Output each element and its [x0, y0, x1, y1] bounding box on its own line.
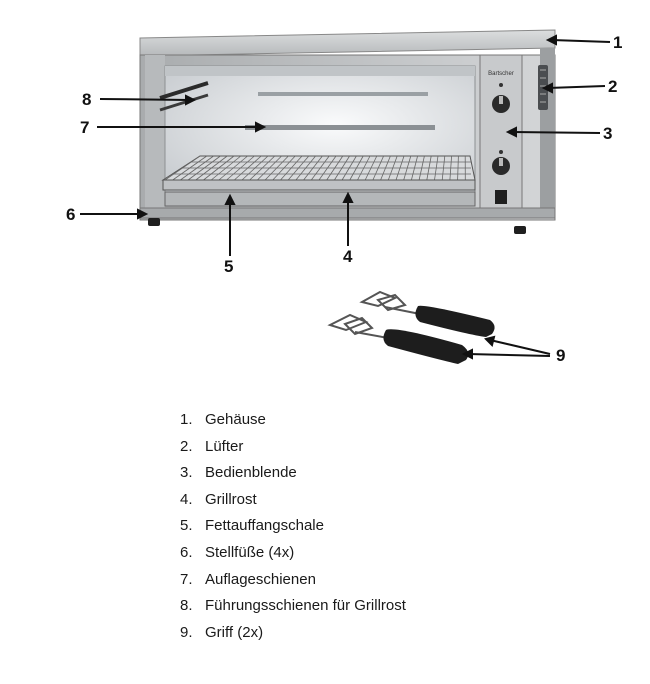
drip-tray [164, 191, 476, 207]
handle-upper [359, 290, 495, 337]
callout-6: 6 [66, 205, 75, 224]
control-panel: Bartscher [479, 54, 523, 216]
callout-numbers: 1 2 3 4 5 6 7 8 9 [66, 33, 622, 365]
callout-lines [80, 34, 611, 360]
parts-legend: 1.Gehäuse 2.Lüfter 3.Bedienblende 4.Gril… [180, 409, 406, 648]
legend-item: 8.Führungsschienen für Grillrost [180, 597, 406, 615]
brand-label: Bartscher [488, 71, 514, 77]
legend-item: 5.Fettauffangschale [180, 517, 324, 535]
callout-9: 9 [556, 346, 565, 365]
callout-2: 2 [608, 77, 617, 96]
legend-item: 4.Grillrost [180, 490, 257, 508]
power-switch [495, 190, 507, 204]
legend-item: 2.Lüfter [180, 437, 244, 455]
legend-item: 3.Bedienblende [180, 464, 297, 482]
grill-rack [161, 155, 476, 191]
callout-1: 1 [613, 33, 622, 52]
handle-lower [327, 313, 469, 364]
callout-3: 3 [603, 124, 612, 143]
callout-7: 7 [80, 118, 89, 137]
legend-item: 9.Griff (2x) [180, 623, 264, 641]
support-rail [245, 92, 435, 130]
guide-rail [159, 81, 209, 112]
appliance-diagram: Bartscher [66, 29, 622, 365]
callout-5: 5 [224, 257, 233, 276]
legend-item: 6.Stellfüße (4x) [180, 543, 295, 561]
legend-item: 7.Auflageschienen [180, 570, 316, 588]
foot [148, 218, 526, 234]
callout-4: 4 [343, 247, 353, 266]
callout-8: 8 [82, 90, 91, 109]
legend-item: 1.Gehäuse [180, 411, 266, 428]
